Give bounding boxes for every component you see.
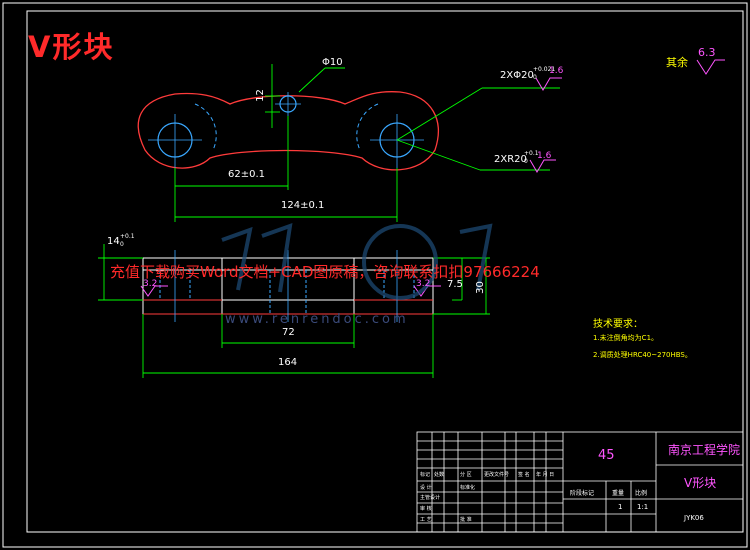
tb-row-label-4: 批 准 xyxy=(460,517,472,523)
dim-hole-offset: 12 xyxy=(254,89,266,102)
dim-radius-tol: +0.1 xyxy=(524,150,539,157)
title-block-ratio: 1:1 xyxy=(637,503,649,511)
tech-req-heading: 技术要求： xyxy=(593,319,643,330)
dim-radius-tol-lower: 0 xyxy=(524,158,528,165)
tb-left-label-0: 标记 xyxy=(420,472,431,478)
tb-row-label-1: 标准化 xyxy=(460,485,476,491)
title-block-header-2: 比例 xyxy=(635,490,648,497)
left-hole-arc xyxy=(194,103,217,151)
dim-thread-rough: 1.6 xyxy=(549,66,564,76)
tech-req-line-2: 2.调质处理HRC40~270HBS。 xyxy=(593,351,692,359)
tb-left-label-2: 分 区 xyxy=(460,472,472,478)
tb-row-label-2: 审 核 xyxy=(420,506,432,512)
dim-slot-rough-left: 3.2 xyxy=(143,279,158,289)
roughness-general-value: 6.3 xyxy=(698,46,716,59)
title-block-material: 45 xyxy=(598,448,615,463)
watermark-text: 充值下载购买Word文档+CAD图原稿，咨询联系扣扣97666224 xyxy=(110,263,540,281)
dim-left-height-tol-lower: 0 xyxy=(120,241,124,248)
tb-row-label-3: 工 艺 xyxy=(420,517,432,523)
title-block-qty: 1 xyxy=(618,503,623,511)
dim-radius-callout: 2XR20 xyxy=(494,154,527,165)
tb-left-label-4: 签 名 xyxy=(518,472,530,478)
title-block-school: 南京工程学院 xyxy=(668,443,741,457)
dim-width-inner: 72 xyxy=(282,327,295,338)
dim-hole-dia: Φ10 xyxy=(322,57,343,68)
title-block-header-1: 重量 xyxy=(612,490,625,497)
dim-depth-big: 30 xyxy=(474,281,486,294)
inner-frame xyxy=(26,10,744,533)
dim-slot-rough-right: 3.2 xyxy=(416,279,431,289)
dim-center-small: 62±0.1 xyxy=(228,169,266,180)
title-block-drawing-no: JYK06 xyxy=(684,514,704,522)
watermark-url: www.renrendoc.com xyxy=(225,312,409,327)
roughness-general-label: 其余 xyxy=(666,56,688,69)
tb-left-label-5: 年 月 日 xyxy=(536,472,555,478)
dim-left-height-tol: +0.1 xyxy=(120,233,135,240)
dim-width-total: 164 xyxy=(278,357,298,368)
tb-row-label-0: 设 计 xyxy=(420,485,432,491)
tb-row-label-5: 主管设计 xyxy=(420,495,441,501)
dim-thread-tol-lower: 0 xyxy=(533,74,537,81)
title-block-grid xyxy=(416,431,744,533)
top-view xyxy=(137,91,439,171)
title-block-part-name: V形块 xyxy=(684,476,717,490)
dim-radius-rough: 1.6 xyxy=(537,151,552,161)
title-block-header-0: 阶段标记 xyxy=(570,490,595,497)
tb-left-label-3: 更改文件号 xyxy=(484,472,510,478)
dim-thread-callout: 2XΦ20 xyxy=(500,70,534,81)
dim-center-big: 124±0.1 xyxy=(281,200,325,211)
drawing-title: V形块 xyxy=(28,30,115,64)
tech-req-line-1: 1.未注倒角均为C1。 xyxy=(593,334,659,342)
watermark-logo xyxy=(221,222,493,300)
tb-left-label-1: 处数 xyxy=(434,472,445,478)
link-outline xyxy=(137,91,439,171)
dim-left-height: 14 xyxy=(107,236,120,247)
dim-thread-tol: +0.021 xyxy=(533,66,556,73)
right-hole-arc xyxy=(356,103,379,151)
dim-depth-small: 7.5 xyxy=(447,279,463,290)
